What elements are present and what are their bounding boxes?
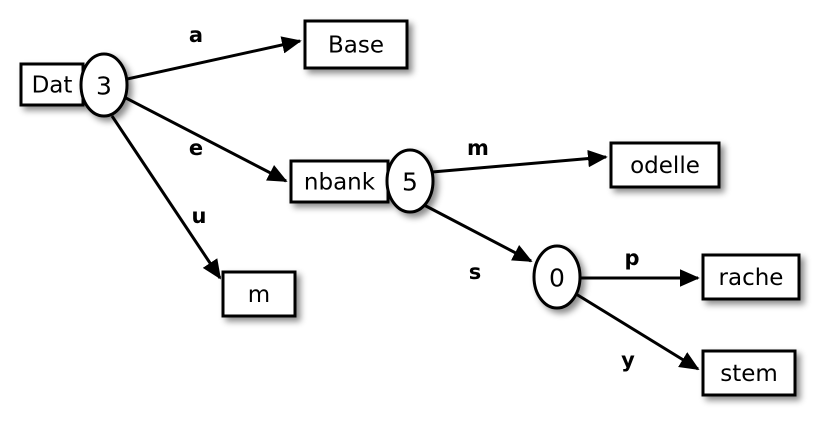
edge-label-e-u: u — [192, 204, 207, 228]
nodes-layer: Dat 3 Base nbank 5 m odelle 0 rache stem — [19, 19, 801, 397]
node-nbank[interactable]: nbank — [289, 159, 390, 204]
node-rache[interactable]: rache — [701, 253, 801, 301]
node-shape-rect-stem — [701, 349, 797, 397]
node-label-stem: stem — [720, 361, 778, 387]
node-shape-rect-base — [303, 19, 409, 70]
edge-label-e-p: p — [624, 246, 639, 270]
edge-e-dat3-to-nbank — [123, 95, 288, 183]
node-label-nbank5: 5 — [402, 168, 418, 197]
node-label-dat: Dat — [32, 73, 73, 99]
node-nbank5[interactable]: 5 — [385, 148, 435, 214]
node-shape-ellipse-nbank5 — [385, 148, 435, 214]
node-dat[interactable]: Dat — [19, 62, 85, 107]
node-shape-rect-m — [221, 270, 297, 318]
node-label-nbank: nbank — [304, 170, 376, 196]
edge-label-e-m: m — [467, 136, 489, 160]
node-shape-rect-odelle — [609, 141, 721, 189]
node-shape-ellipse-zero — [532, 244, 582, 310]
node-zero[interactable]: 0 — [532, 244, 582, 310]
node-label-rache: rache — [719, 265, 784, 291]
node-label-m: m — [248, 282, 270, 308]
node-label-zero: 0 — [549, 264, 565, 293]
edges-layer — [110, 36, 700, 371]
edge-s-nbank5-to-zero — [423, 203, 533, 263]
edge-labels-layer: a e u m s p y — [189, 23, 640, 372]
node-m[interactable]: m — [221, 270, 297, 318]
node-label-odelle: odelle — [630, 153, 700, 179]
node-shape-ellipse-dat3 — [79, 52, 129, 118]
edge-y-zero-to-stem — [575, 292, 700, 371]
node-label-dat3: 3 — [96, 72, 112, 101]
edge-label-e-e: e — [189, 136, 203, 160]
edge-u-dat3-to-m — [110, 115, 222, 280]
edge-label-e-a: a — [189, 23, 203, 47]
node-odelle[interactable]: odelle — [609, 141, 721, 189]
node-shape-rect-dat — [19, 62, 85, 107]
node-label-base: Base — [328, 33, 384, 59]
node-shape-rect-nbank — [289, 159, 390, 204]
node-shape-rect-rache — [701, 253, 801, 301]
edge-m-nbank5-to-odelle — [431, 149, 608, 174]
node-dat3[interactable]: 3 — [79, 52, 129, 118]
edge-label-e-y: y — [621, 348, 635, 372]
edge-label-e-s: s — [469, 260, 482, 284]
edge-a-dat3-to-base — [126, 36, 302, 81]
node-base[interactable]: Base — [303, 19, 409, 70]
node-stem[interactable]: stem — [701, 349, 797, 397]
